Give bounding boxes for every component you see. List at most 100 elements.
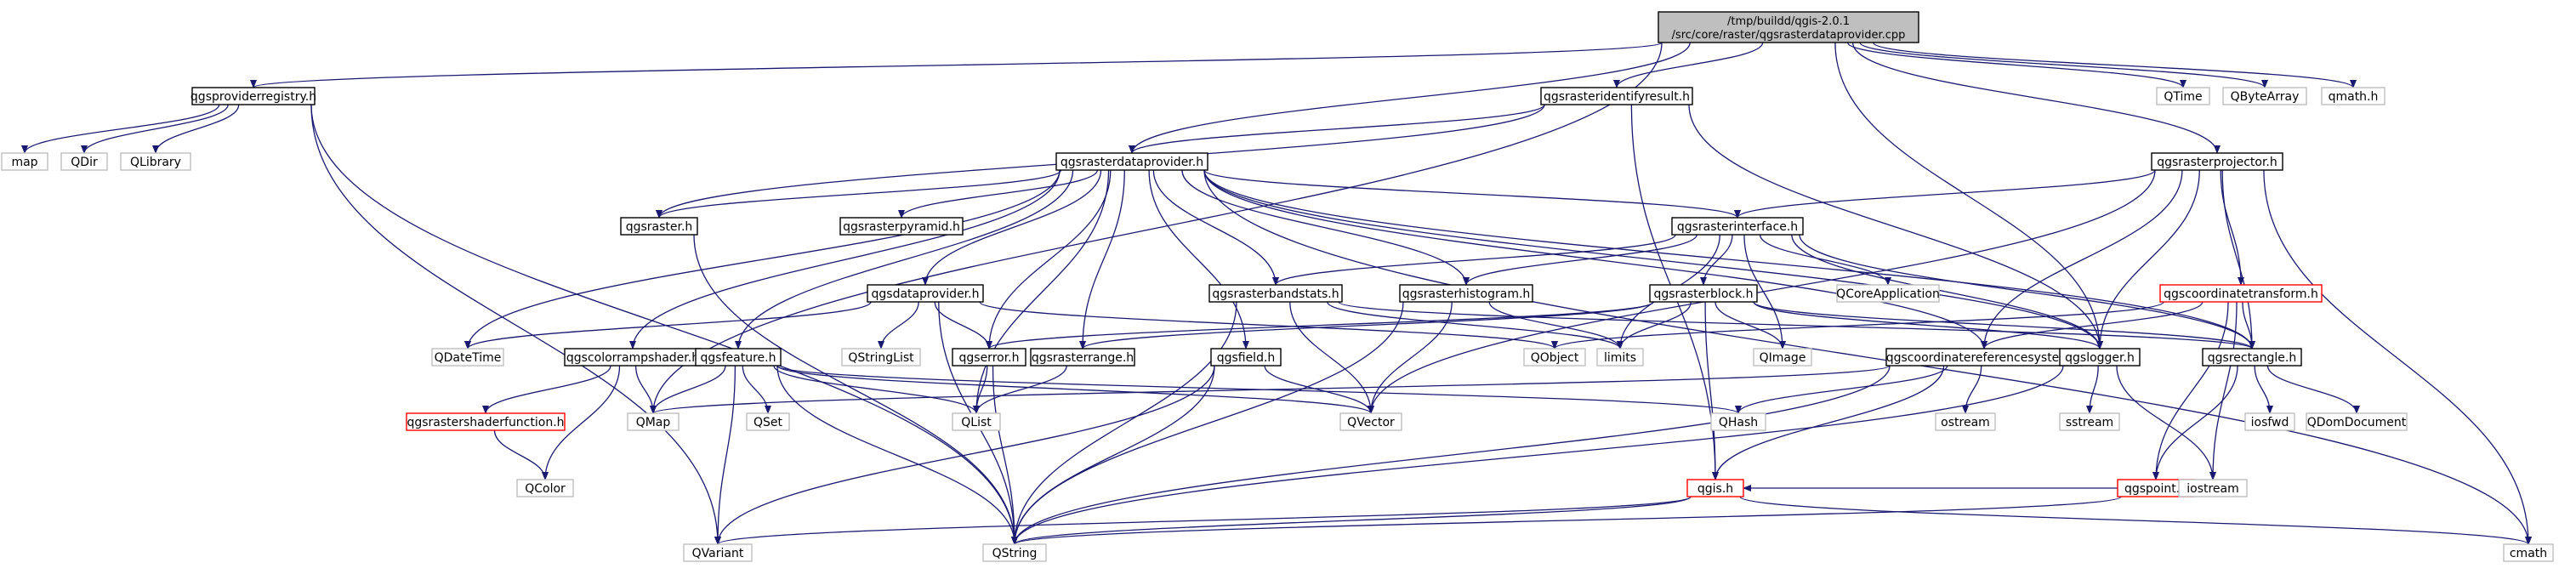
node-qgslogger[interactable]: qgslogger.h — [2059, 348, 2141, 367]
node-QObject: QObject — [1523, 348, 1586, 367]
node-box — [431, 348, 504, 367]
node-qgsrasteridentifyresult[interactable]: qgsrasteridentifyresult.h — [1540, 87, 1693, 105]
node-root[interactable]: /tmp/buildd/qgis-2.0.1/src/core/raster/q… — [1658, 11, 1919, 43]
edge-qgsrasterprojector-to-qgscoordinatetransform — [2220, 169, 2244, 286]
node-qgscoordinatetransform[interactable]: qgscoordinatetransform.h — [2159, 284, 2323, 303]
edge-qgsrasterdataprovider-to-qgsrasterinterface — [1203, 169, 1741, 219]
edge-qgsrectangle-to-qgspoint — [2152, 365, 2238, 480]
node-qgsrasterrange[interactable]: qgsrasterrange.h — [1030, 348, 1135, 367]
node-iosfwd: iosfwd — [2244, 412, 2295, 431]
edge-root-to-QByteArray — [1859, 42, 2268, 88]
node-qgsrastershaderfunction[interactable]: qgsrastershaderfunction.h — [406, 412, 566, 431]
node-qgis[interactable]: qgis.h — [1686, 479, 1744, 497]
edge-qgsrasterblock-to-QImage — [1714, 301, 1786, 350]
node-box — [839, 217, 964, 236]
edge-qgscoordinatereferencesystem-to-qgis — [1712, 365, 1945, 480]
node-label: qgsrasterbandstats.h — [1212, 287, 1339, 301]
node-label: ostream — [1941, 416, 1990, 429]
node-qgsrasterpyramid[interactable]: qgsrasterpyramid.h — [839, 217, 964, 236]
node-box — [1210, 348, 1282, 367]
edge-qgsrasterdataprovider-to-cmath — [1203, 169, 2532, 545]
node-qgsfeature[interactable]: qgsfeature.h — [695, 348, 782, 367]
node-box — [2151, 152, 2283, 171]
node-label: qgsrasteridentifyresult.h — [1544, 90, 1690, 104]
node-box — [516, 479, 574, 497]
edge-qgscolorrampshader-to-QColor — [542, 365, 621, 480]
node-label: iosfwd — [2251, 416, 2289, 429]
node-label: qgsrectangle.h — [2208, 351, 2296, 365]
node-label: QVariant — [692, 547, 744, 560]
node-box — [2059, 412, 2120, 431]
node-box — [746, 412, 790, 431]
node-qgsproviderregistry[interactable]: qgsproviderregistry.h — [190, 87, 316, 105]
node-qgsrectangle[interactable]: qgsrectangle.h — [2202, 348, 2302, 367]
node-box — [1399, 284, 1533, 303]
edge-qgscoordinatetransform-to-QObject — [1551, 301, 2164, 350]
node-qgsrasterblock[interactable]: qgsrasterblock.h — [1649, 284, 1758, 303]
edge-qgsrasterblock-to-limits — [1617, 301, 1692, 350]
node-box — [1055, 152, 1208, 171]
node-label: qgspoint.h — [2124, 482, 2187, 496]
node-qgscoordinatereferencesystem[interactable]: qgscoordinatereferencesystem.h — [1885, 348, 2083, 367]
node-QImage: QImage — [1753, 348, 1812, 367]
node-box — [2306, 412, 2408, 431]
edge-qgsrasterprojector-to-qgsrasterinterface — [1734, 169, 2156, 219]
node-label: QImage — [1760, 351, 1806, 365]
edge-qgsrectangle-to-QDomDocument — [2266, 365, 2360, 414]
edge-qgscoordinatetransform-to-qgspoint — [2152, 301, 2229, 480]
node-label: qgsrasterrange.h — [1032, 351, 1134, 365]
node-qgscolorrampshader[interactable]: qgscolorrampshader.h — [564, 348, 702, 367]
node-box — [2321, 87, 2386, 105]
node-box — [1671, 217, 1804, 236]
edge-qgserror-to-QList — [973, 365, 988, 414]
node-qgsdataprovider[interactable]: qgsdataprovider.h — [867, 284, 984, 303]
edge-qgscoordinatetransform-to-qgscoordinatereferencesystem — [1981, 301, 2204, 350]
edge-qgsproviderregistry-to-QVariant — [310, 104, 721, 545]
edge-qgsrasterdataprovider-to-QDateTime — [464, 169, 1061, 350]
node-qgsrasterprojector[interactable]: qgsrasterprojector.h — [2151, 152, 2283, 171]
node-qgsrasterbandstats[interactable]: qgsrasterbandstats.h — [1208, 284, 1343, 303]
node-qgsfield[interactable]: qgsfield.h — [1210, 348, 1282, 367]
node-QColor: QColor — [516, 479, 574, 497]
node-label: /src/core/raster/qgsrasterdataprovider.c… — [1672, 29, 1906, 42]
edge-qgsrasterdataprovider-to-QList — [973, 169, 1110, 414]
edge-qgsrastershaderfunction-to-QColor — [493, 429, 549, 480]
node-label: qgsrastershaderfunction.h — [407, 416, 564, 429]
edge-root-to-qgslogger — [1834, 42, 2103, 350]
edge-qgsrasterinterface-to-qgsrasterhistogram — [1463, 234, 1697, 286]
node-label: qgsproviderregistry.h — [190, 90, 316, 104]
edge-qgsrasterdataprovider-to-qgsdataprovider — [922, 169, 1102, 286]
node-label: QTime — [2164, 90, 2202, 104]
node-qgsrasterhistogram[interactable]: qgsrasterhistogram.h — [1399, 284, 1533, 303]
node-sstream: sstream — [2059, 412, 2120, 431]
edge-qgsraster-to-QString — [693, 234, 1018, 545]
node-qgsraster[interactable]: qgsraster.h — [620, 217, 698, 236]
edge-qgsrasterinterface-to-QImage — [1743, 234, 1786, 350]
node-label: qgscoordinatetransform.h — [2164, 287, 2318, 301]
node-label: qgsrasterprojector.h — [2157, 156, 2277, 169]
node-box — [1710, 412, 1766, 431]
node-qgspoint[interactable]: qgspoint.h — [2117, 479, 2195, 497]
node-QTime: QTime — [2156, 87, 2210, 105]
edge-qgsfield-to-QVariant — [714, 365, 1215, 545]
edge-qgsrasterinterface-to-qgsrectangle — [1799, 234, 2255, 350]
node-qgsrasterdataprovider[interactable]: qgsrasterdataprovider.h — [1055, 152, 1208, 171]
node-box — [406, 412, 566, 431]
node-box — [60, 152, 108, 171]
node-qgserror[interactable]: qgserror.h — [952, 348, 1026, 367]
edge-qgsrasterblock-to-qgsrectangle — [1753, 301, 2255, 350]
node-QCoreApplication: QCoreApplication — [1836, 284, 1940, 303]
edge-qgsdataprovider-to-QObject — [979, 301, 1558, 350]
node-label: qgsfield.h — [1217, 351, 1276, 365]
edge-qgsrasterdataprovider-to-qgsfield — [1148, 169, 1249, 350]
edge-qgsdataprovider-to-QDateTime — [464, 301, 872, 350]
node-limits: limits — [1596, 348, 1644, 367]
edge-qgsrasterdataprovider-to-qgsrasterpyramid — [898, 169, 1098, 219]
node-box — [952, 348, 1026, 367]
edge-qgscoordinatereferencesystem-to-QString — [1011, 365, 1891, 545]
node-qgsrasterinterface[interactable]: qgsrasterinterface.h — [1671, 217, 1804, 236]
node-QByteArray: QByteArray — [2222, 87, 2307, 105]
edge-qgscoordinatereferencesystem-to-ostream — [1962, 365, 1982, 414]
node-box — [1596, 348, 1644, 367]
node-label: qgsrasterhistogram.h — [1402, 287, 1531, 301]
